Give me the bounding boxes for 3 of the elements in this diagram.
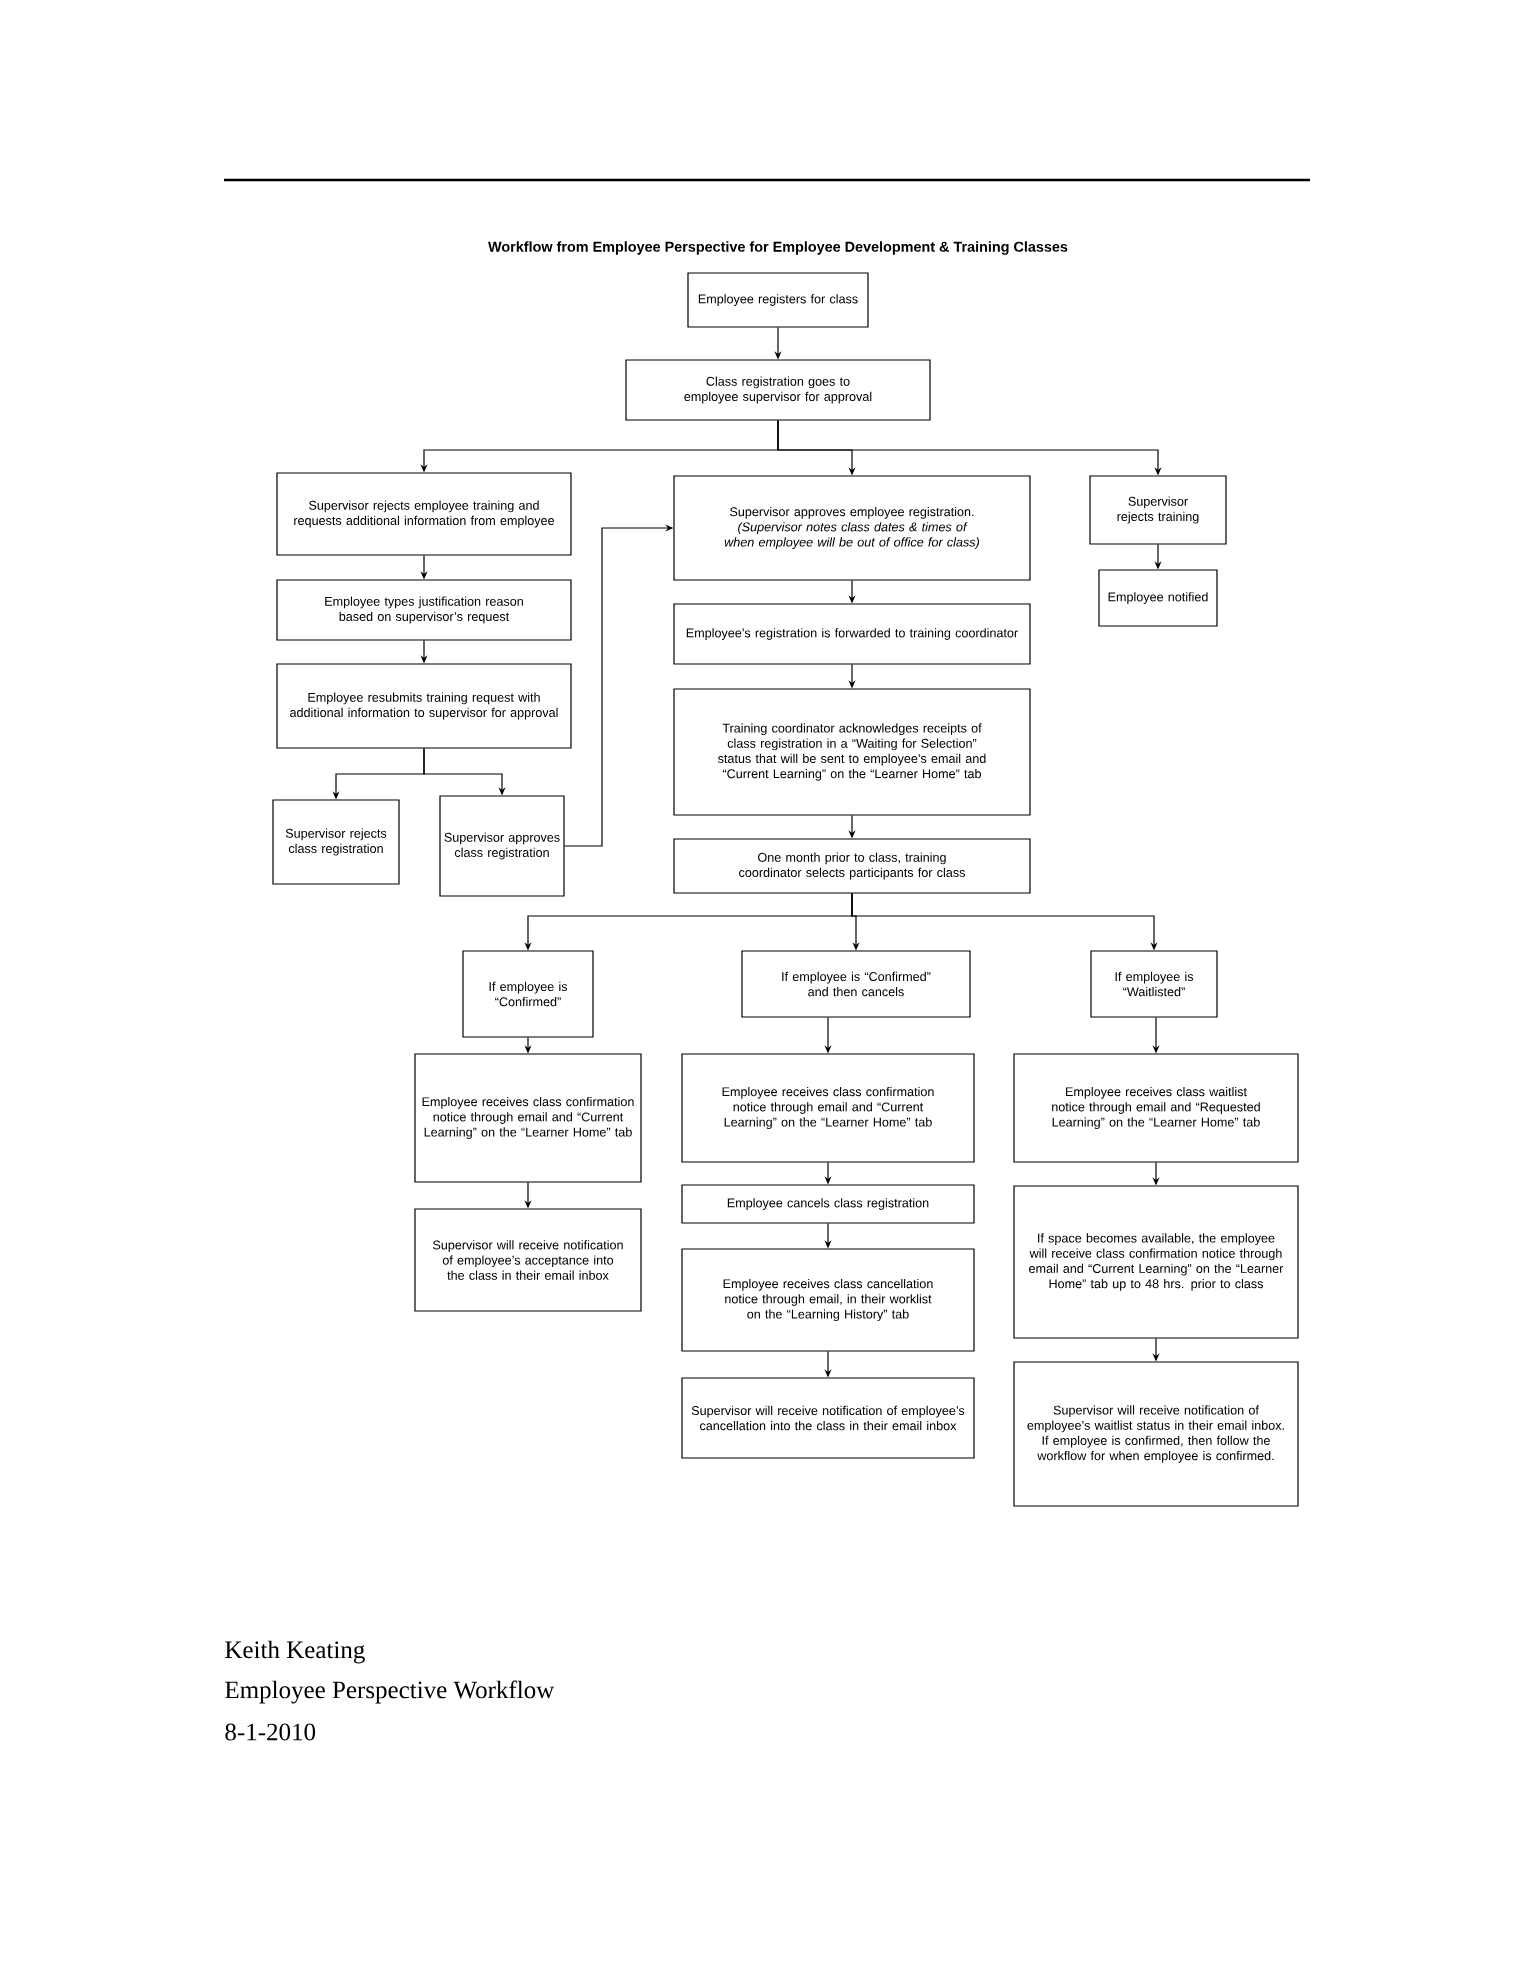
footer-text: 8-1-2010 <box>225 1723 316 1741</box>
footer-text: Keith Keating <box>225 1640 365 1664</box>
footer-text: Employee Perspective Workflow <box>225 1680 555 1704</box>
